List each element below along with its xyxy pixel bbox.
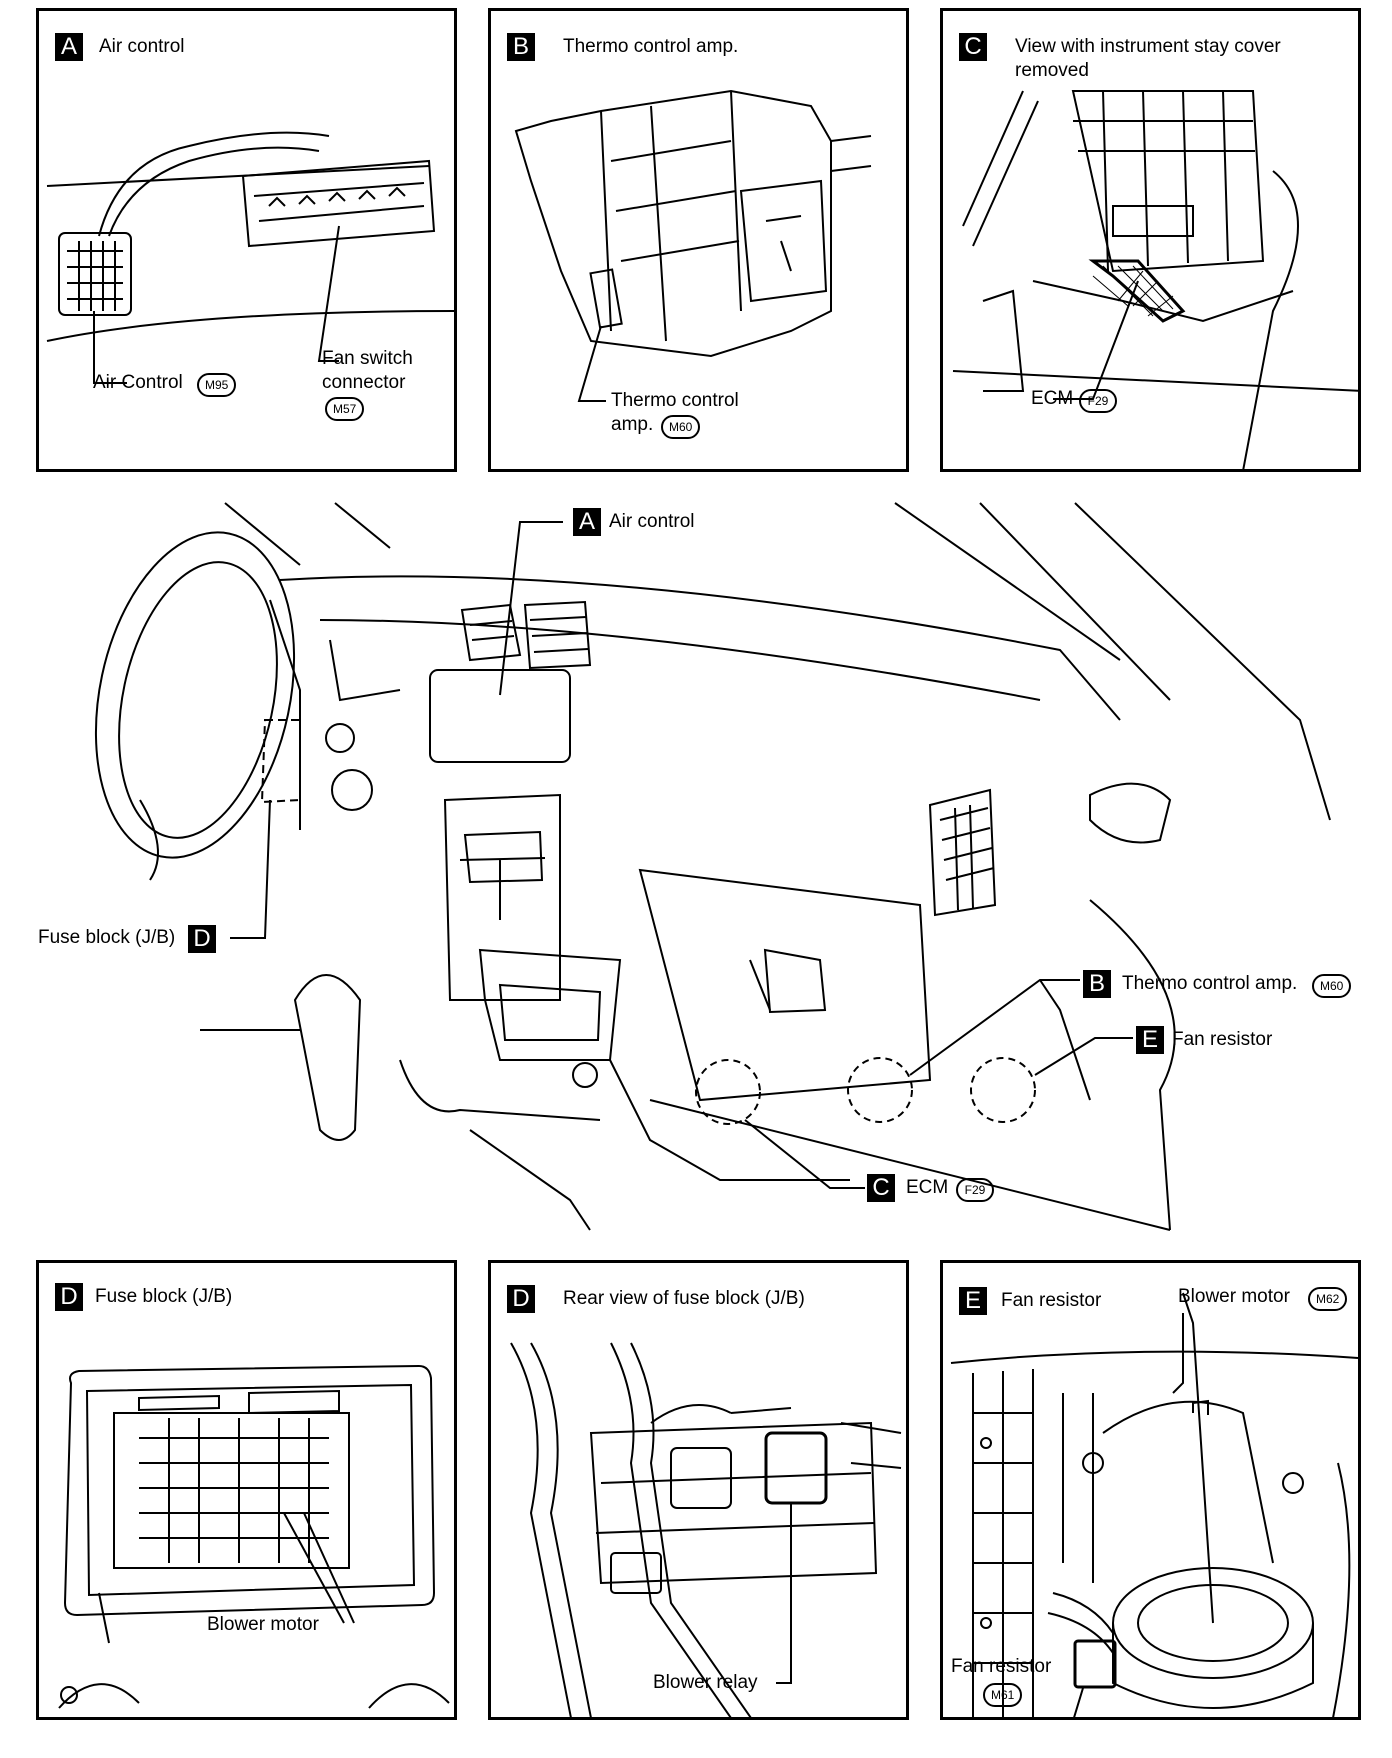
overview-letter-e: E [1136,1026,1164,1054]
fan-resistor-label: Fan resistor [951,1656,1052,1677]
panel-title: Fuse block (J/B) [95,1286,233,1307]
panel-fuse-block-rear: D Rear view of fuse block (J/B) Blower r… [488,1260,909,1720]
panel-thermo-control-amp: B Thermo control amp. Thermo control amp… [488,8,909,472]
fuse-block-illustration [39,1263,457,1720]
panel-title: Rear view of fuse block (J/B) [563,1288,805,1309]
overview-fan-resistor-label: Fan resistor [1172,1029,1273,1050]
connector-badge-m60: M60 [661,415,701,439]
thermo-amp-label-line1: Thermo control [611,390,739,411]
blower-motor-label: Blower motor [1178,1286,1290,1307]
panel-letter-c: C [959,33,987,61]
panel-letter-b: B [507,33,535,61]
panel-letter-e: E [959,1287,987,1315]
panel-ecm-view: C View with instrument stay cover remove… [940,8,1361,472]
panel-title: Fan resistor [1001,1290,1102,1311]
blower-relay-label: Blower relay [653,1672,758,1693]
overview-air-control-label: Air control [609,511,695,532]
connector-badge-f29: F29 [1079,389,1117,413]
overview-ecm-label: ECM [906,1177,949,1198]
panel-letter-a: A [55,33,83,61]
fuse-block-rear-illustration [491,1263,909,1720]
ecm-label: ECM [1031,388,1074,409]
panel-fan-resistor: E Fan resistor Blower motor M62 Fan resi… [940,1260,1361,1720]
overview-thermo-label: Thermo control amp. [1122,973,1298,994]
thermo-amp-illustration [491,11,909,472]
panel-letter-d: D [55,1283,83,1311]
air-control-label: Air Control [93,372,183,393]
ecm-illustration [943,11,1361,472]
overview-letter-c: C [867,1174,895,1202]
panel-letter-d: D [507,1285,535,1313]
connector-badge-m95: M95 [197,373,237,397]
overview-letter-d: D [188,925,216,953]
overview-letter-b: B [1083,970,1111,998]
fan-switch-label-line1: Fan switch [322,348,413,369]
overview-letter-a: A [573,508,601,536]
overview-fuse-block-label: Fuse block (J/B) [38,927,176,948]
panel-title-line1: View with instrument stay cover [1015,36,1281,57]
thermo-amp-label-line2: amp. [611,414,654,435]
panel-air-control: A Air control Air Control M95 Fan switch… [36,8,457,472]
overview-connector-f29: F29 [956,1178,994,1202]
overview-connector-m60: M60 [1312,974,1352,998]
air-control-illustration [39,11,457,472]
blower-motor-label: Blower motor [207,1614,319,1635]
panel-title: Thermo control amp. [563,36,739,57]
connector-badge-m62: M62 [1308,1287,1348,1311]
panel-title-line2: removed [1015,60,1089,81]
connector-badge-m61: M61 [983,1683,1023,1707]
fan-switch-label-line2: connector [322,372,406,393]
panel-fuse-block: D Fuse block (J/B) Blower motor [36,1260,457,1720]
connector-badge-m57: M57 [325,397,365,421]
fan-resistor-illustration [943,1263,1361,1720]
panel-title: Air control [99,36,185,57]
